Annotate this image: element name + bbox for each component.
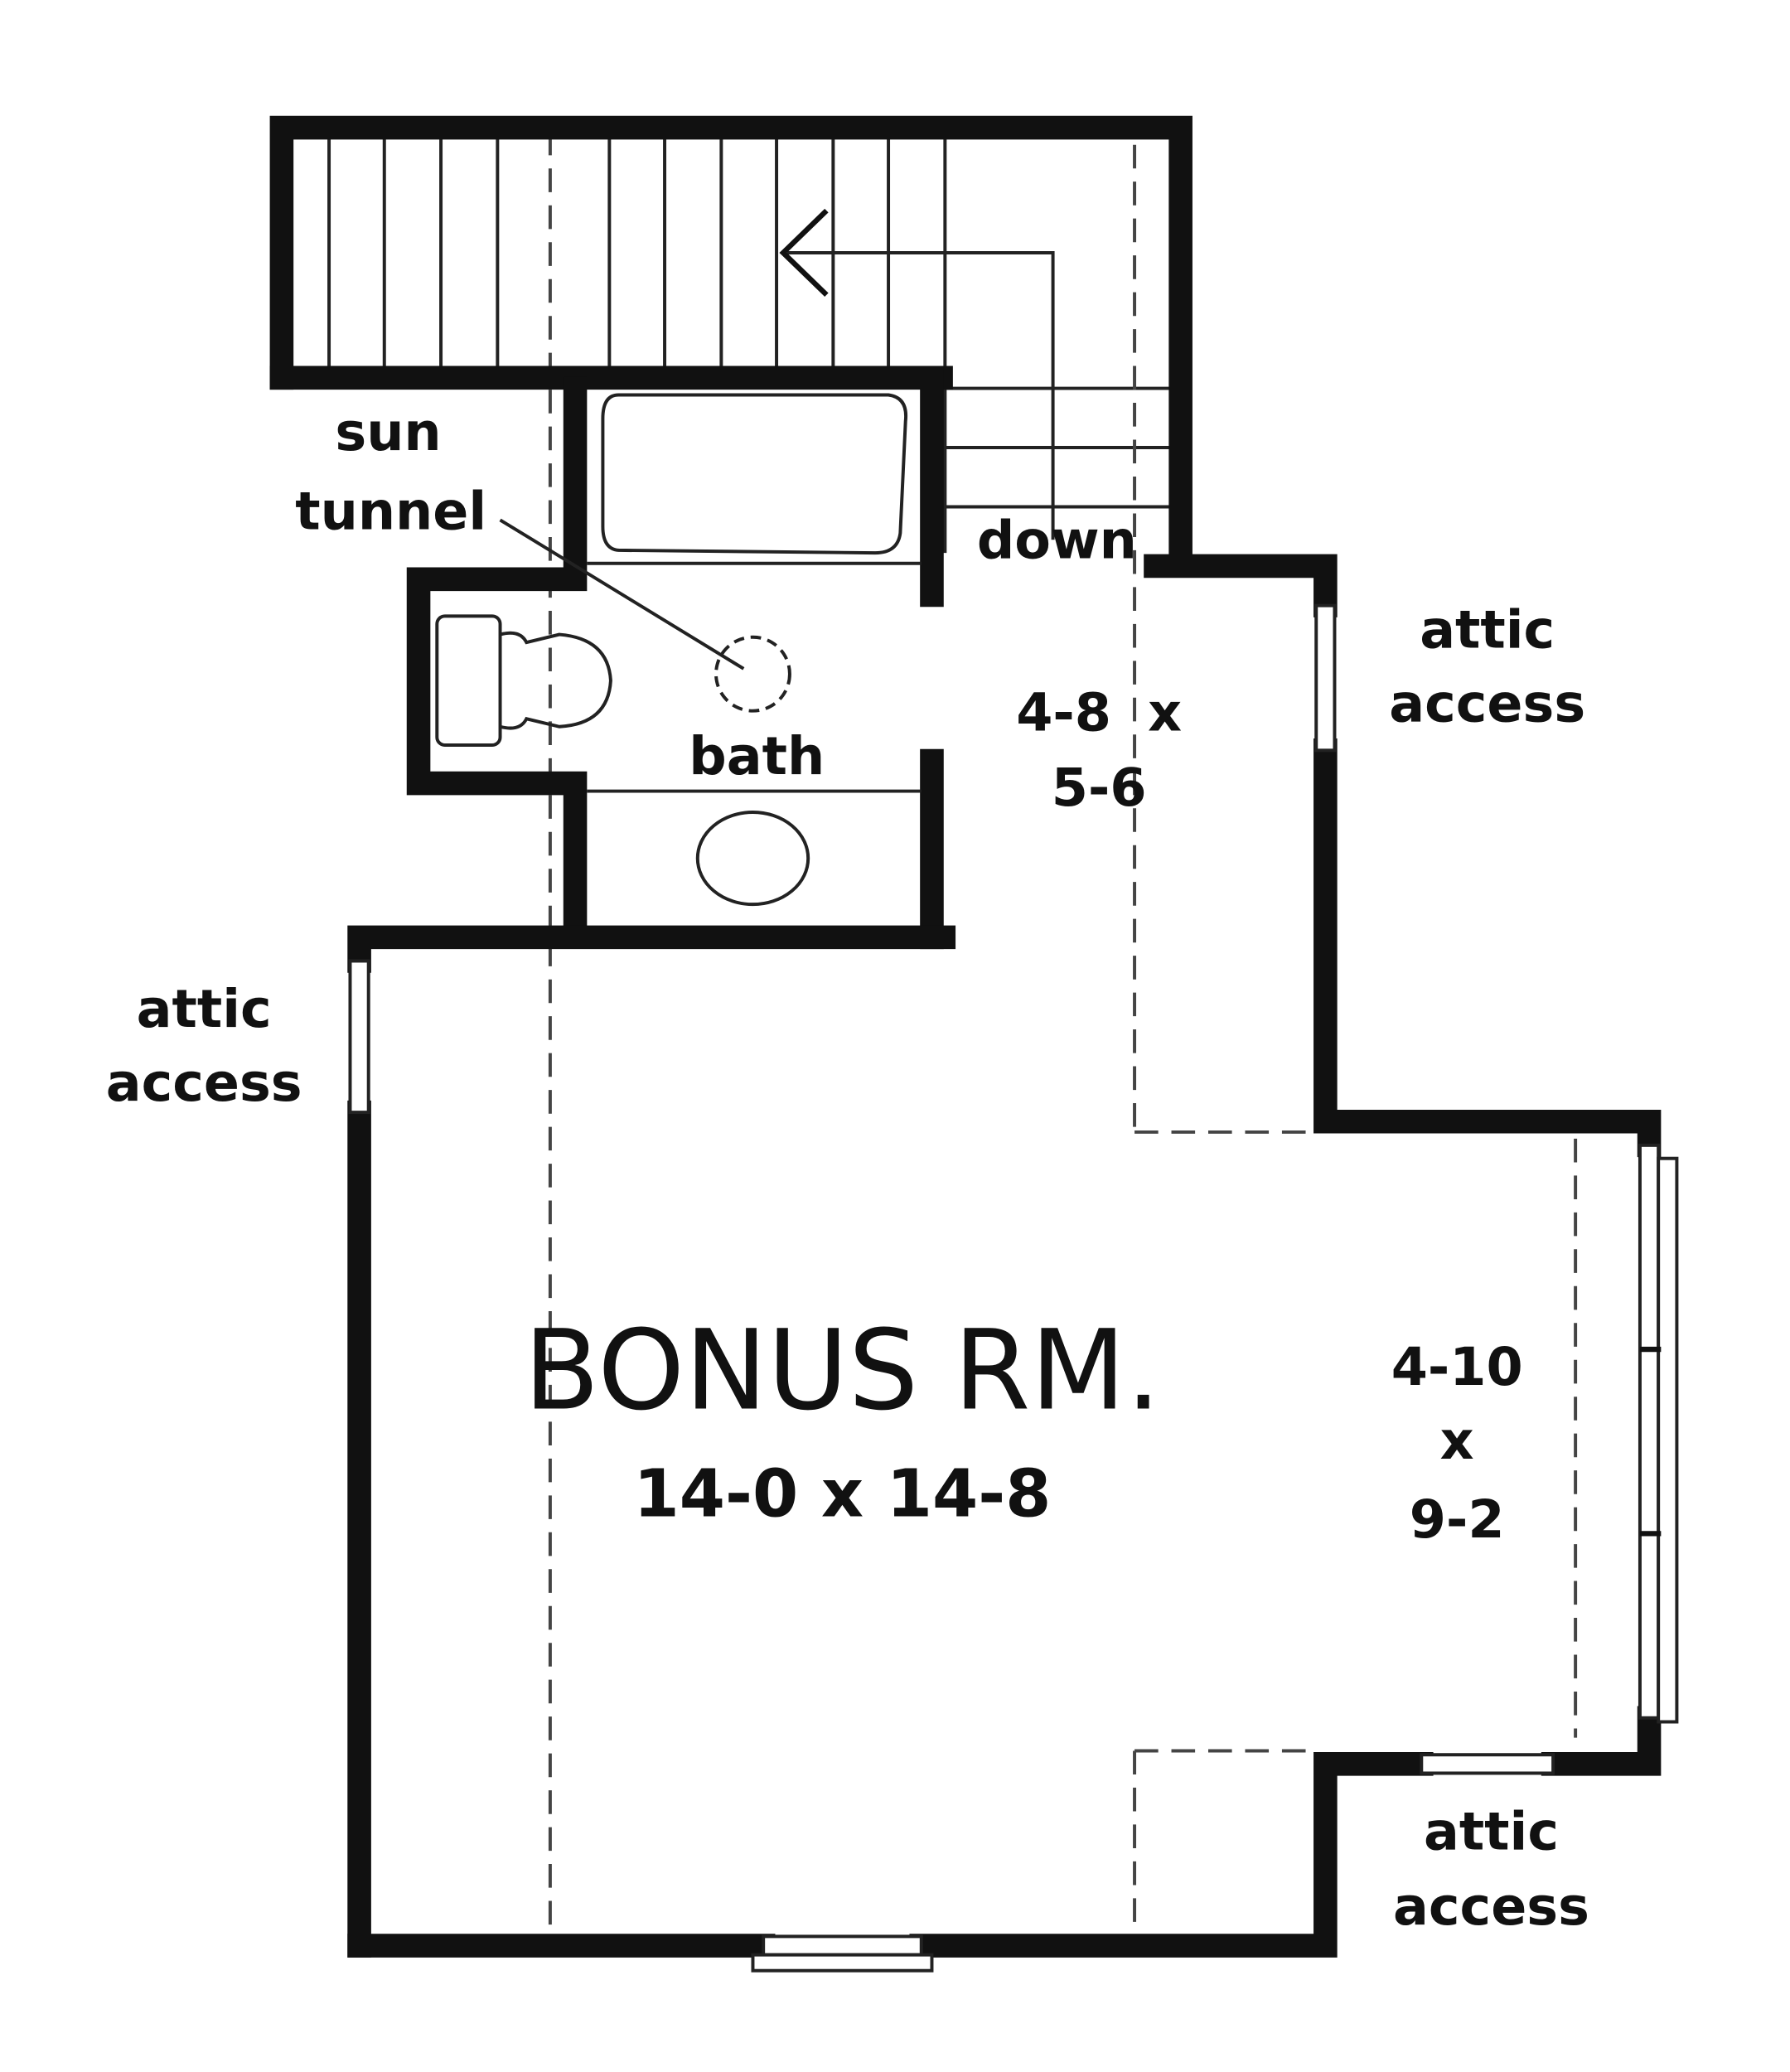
label-bath: bath bbox=[689, 725, 825, 787]
right-area-dim-2: x bbox=[1440, 1410, 1474, 1471]
attic-access-top-right-1: attic bbox=[1420, 598, 1555, 660]
ceiling-slope-lines bbox=[548, 131, 1578, 1929]
label-sun: sun bbox=[335, 401, 441, 462]
toilet bbox=[435, 614, 612, 747]
attic-access-bottom-right-1: attic bbox=[1424, 1801, 1559, 1862]
upper-area-dim-2: 5-6 bbox=[1052, 757, 1147, 818]
sun-tunnel-icon bbox=[714, 635, 791, 713]
bathtub bbox=[601, 393, 908, 555]
sink bbox=[695, 811, 810, 907]
right-area-dim-3: 9-2 bbox=[1410, 1489, 1505, 1550]
right-area-dim-1: 4-10 bbox=[1391, 1336, 1523, 1397]
upper-area-dim-1: 4-8 x bbox=[1016, 682, 1182, 743]
stair-direction-arrow bbox=[779, 208, 1055, 540]
label-down: down bbox=[977, 509, 1137, 570]
room-name: BONUS RM. bbox=[524, 1306, 1161, 1435]
attic-access-bottom-right-2: access bbox=[1393, 1876, 1589, 1937]
attic-access-left-2: access bbox=[106, 1052, 302, 1113]
attic-access-top-right-2: access bbox=[1389, 672, 1585, 733]
label-tunnel: tunnel bbox=[295, 480, 486, 541]
attic-access-left-1: attic bbox=[137, 978, 272, 1039]
bath-fixtures bbox=[435, 393, 922, 907]
walls bbox=[269, 115, 1662, 1958]
room-size: 14-0 x 14-8 bbox=[634, 1455, 1052, 1532]
windows bbox=[348, 603, 1679, 1973]
